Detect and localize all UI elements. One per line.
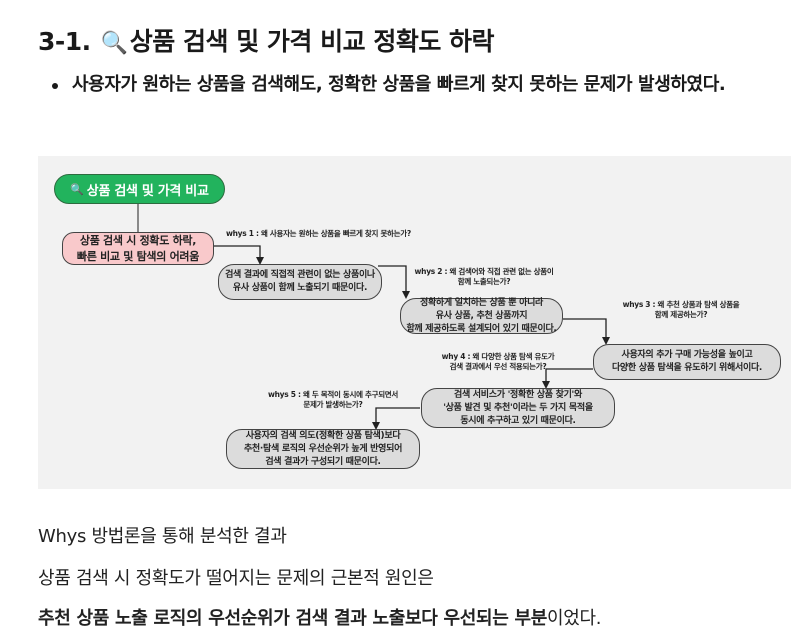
bullet-dot <box>52 83 58 89</box>
root-cause-text: 추천 상품 노출 로직의 우선순위가 검색 결과 노출보다 우선되는 부분 <box>38 608 547 629</box>
why4-question: why 4 : 왜 다양한 상품 탐색 유도가 검색 결과에서 우선 적용되는가… <box>441 352 555 371</box>
arrow-why3 <box>563 318 610 345</box>
paragraph-1: Whys 방법론을 통해 분석한 결과 <box>38 526 287 547</box>
why1-question: whys 1 : 왜 사용자는 원하는 상품을 빠르게 찾지 못하는가? <box>226 229 411 238</box>
section-title: 상품 검색 및 가격 비교 정확도 하락 <box>129 27 495 56</box>
arrow-why5 <box>372 407 420 430</box>
magnifier-icon: 🔍 <box>70 182 84 196</box>
bullet-text: 사용자가 원하는 상품을 검색해도, 정확한 상품을 빠르게 찾지 못하는 문제… <box>72 74 726 95</box>
whys-diagram: 🔍상품 검색 및 가격 비교 상품 검색 시 정확도 하락, 빠른 비교 및 탐… <box>38 156 791 489</box>
why3-question: whys 3 : 왜 추천 상품과 탐색 상품을 함께 제공하는가? <box>622 300 740 319</box>
why2-answer: 정확하게 일치하는 상품 뿐 아니라 유사 상품, 추천 상품까지 함께 제공하… <box>400 298 563 334</box>
why5-answer: 사용자의 검색 의도(정확한 상품 탐색)보다 추천·탐색 로직의 우선순위가 … <box>226 429 420 469</box>
why4-answer: 검색 서비스가 '정확한 상품 찾기'와 '상품 발견 및 추천'이라는 두 가… <box>421 388 615 428</box>
why2-question: whys 2 : 왜 검색어와 직접 관련 없는 상품이 함께 노출되는가? <box>414 267 554 286</box>
arrow-why1 <box>213 245 264 265</box>
root-label: 상품 검색 및 가격 비교 <box>86 183 209 199</box>
why1-answer: 검색 결과에 직접적 관련이 없는 상품이나 유사 상품이 함께 노출되기 때문… <box>218 264 382 300</box>
why5-question: whys 5 : 왜 두 목적이 동시에 추구되면서 문제가 발생하는가? <box>267 390 399 409</box>
diagram-connectors <box>137 204 610 430</box>
arrow-why2 <box>378 265 410 299</box>
why3-answer: 사용자의 추가 구매 가능성을 높이고 다양한 상품 탐색을 유도하기 위해서이… <box>593 344 781 380</box>
paragraph-2: 상품 검색 시 정확도가 떨어지는 문제의 근본적 원인은 <box>38 568 434 589</box>
root-node: 🔍상품 검색 및 가격 비교 <box>54 174 225 204</box>
problem-node: 상품 검색 시 정확도 하락, 빠른 비교 및 탐색의 어려움 <box>62 232 214 265</box>
arrow-why4 <box>542 368 593 389</box>
paragraph-3-ending: 이었다. <box>546 608 602 629</box>
magnifier-icon: 🔍 <box>100 31 128 56</box>
section-number: 3-1. <box>38 27 91 56</box>
paragraph-3: 추천 상품 노출 로직의 우선순위가 검색 결과 노출보다 우선되는 부분이었다… <box>38 604 601 630</box>
section-heading: 3-1. 🔍상품 검색 및 가격 비교 정확도 하락 <box>38 22 495 58</box>
